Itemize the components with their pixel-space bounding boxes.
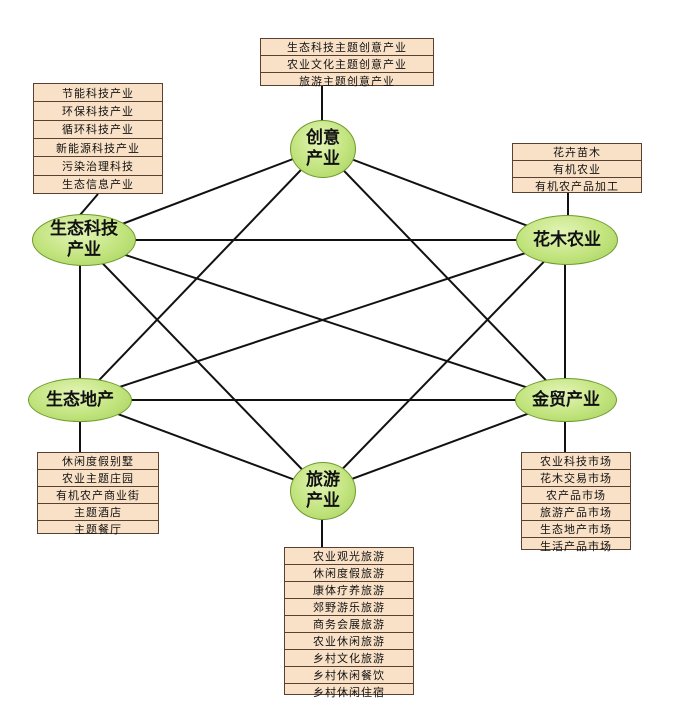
eco-realty-list-box: 休闲度假别墅农业主题庄园有机农产商业街主题酒店主题餐厅 — [37, 452, 159, 536]
list-item: 有机农产商业街 — [38, 487, 158, 504]
list-item: 有机农业 — [513, 161, 641, 178]
list-item: 花木交易市场 — [522, 470, 630, 487]
list-item: 污染治理科技 — [34, 157, 162, 176]
list-item: 花卉苗木 — [513, 144, 641, 161]
list-item: 生活产品市场 — [540, 540, 612, 553]
edge-realty-flower — [79, 239, 566, 401]
list-item: 休闲度假别墅 — [38, 453, 158, 470]
list-item: 旅游产品市场 — [522, 504, 630, 521]
list-item: 商务会展旅游 — [285, 616, 413, 633]
connector-ecotech-box — [79, 193, 99, 216]
list-item: 乡村休闲住宿 — [313, 686, 385, 699]
list-item: 农业主题庄园 — [38, 470, 158, 487]
eco-tech-list-box: 节能科技产业环保科技产业循环科技产业新能源科技产业污染治理科技生态信息产业 — [33, 83, 163, 194]
edge-tourism-ecotech — [79, 239, 323, 491]
node-eco-tech-industry: 生态科技 产业 — [32, 214, 136, 266]
list-item: 有机农产品加工 — [535, 180, 619, 193]
node-eco-real-estate: 生态地产 — [28, 378, 132, 422]
flower-list-box: 花卉苗木有机农业有机农产品加工 — [512, 143, 642, 193]
node-trade-label: 金贸产业 — [532, 389, 600, 410]
list-item: 农业文化主题创意产业 — [261, 56, 433, 73]
node-flower-agriculture: 花木农业 — [516, 215, 618, 265]
edge-trade-tourism — [321, 399, 566, 491]
list-item: 生态地产市场 — [522, 521, 630, 538]
list-item: 休闲度假旅游 — [285, 565, 413, 582]
list-item: 生态科技主题创意产业 — [261, 39, 433, 56]
list-item: 农业科技市场 — [522, 453, 630, 470]
node-creative-label: 创意 产业 — [306, 128, 340, 169]
node-trade-industry: 金贸产业 — [515, 378, 617, 422]
list-item: 环保科技产业 — [34, 102, 162, 121]
node-tourism-label: 旅游 产业 — [306, 470, 340, 511]
list-item: 主题餐厅 — [74, 523, 122, 536]
trade-list-box: 农业科技市场花木交易市场农产品市场旅游产品市场生态地产市场生活产品市场 — [521, 452, 631, 553]
edge-creative-trade — [321, 147, 566, 401]
list-item: 生态信息产业 — [62, 178, 134, 192]
node-eco-tech-label: 生态科技 产业 — [50, 219, 118, 260]
list-item: 康体疗养旅游 — [285, 582, 413, 599]
list-item: 旅游主题创意产业 — [299, 75, 395, 88]
node-creative-industry: 创意 产业 — [290, 120, 356, 178]
list-item: 乡村文化旅游 — [285, 650, 413, 667]
edge-creative-realty — [79, 147, 323, 401]
edge-tourism-flower — [321, 239, 566, 491]
list-item: 新能源科技产业 — [34, 139, 162, 158]
list-item: 农业观光旅游 — [285, 548, 413, 565]
list-item: 农产品市场 — [522, 487, 630, 504]
node-flower-label: 花木农业 — [533, 229, 601, 250]
creative-list-box: 生态科技主题创意产业农业文化主题创意产业旅游主题创意产业 — [260, 38, 434, 88]
list-item: 乡村休闲餐饮 — [285, 667, 413, 684]
list-item: 主题酒店 — [38, 504, 158, 521]
node-tourism-industry: 旅游 产业 — [290, 462, 356, 520]
list-item: 农业休闲旅游 — [285, 633, 413, 650]
tourism-list-box: 农业观光旅游休闲度假旅游康体疗养旅游郊野游乐旅游商务会展旅游农业休闲旅游乡村文化… — [284, 547, 414, 699]
list-item: 郊野游乐旅游 — [285, 599, 413, 616]
list-item: 循环科技产业 — [34, 121, 162, 139]
node-eco-realty-label: 生态地产 — [46, 389, 114, 410]
edge-tourism-realty — [79, 399, 323, 491]
list-item: 节能科技产业 — [34, 84, 162, 103]
